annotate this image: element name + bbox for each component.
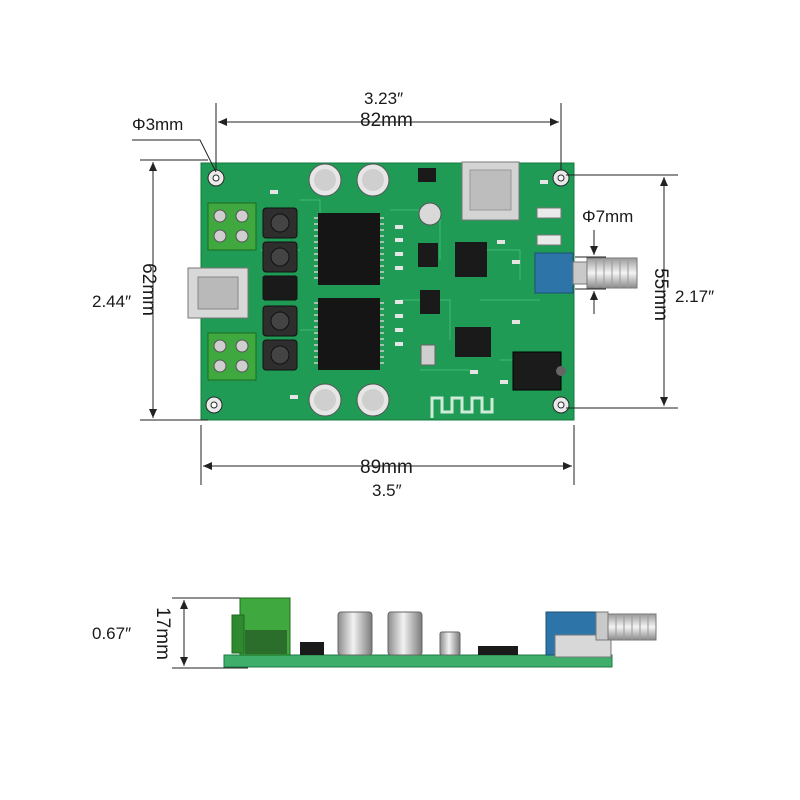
amplifier-ics <box>314 213 384 370</box>
dc-power-jack <box>187 267 249 319</box>
screw-terminal-bottom <box>207 332 257 381</box>
tactile-buttons <box>536 207 562 246</box>
bluetooth-antenna <box>430 396 494 418</box>
knob-diameter-label: Φ7mm <box>582 207 634 226</box>
sd-card-slot <box>461 161 520 221</box>
left-height-inches-label: 2.44″ <box>92 292 132 311</box>
left-height-mm-label: 62mm <box>137 263 159 316</box>
top-width-mm-label: 82mm <box>360 110 413 131</box>
dimension-lines <box>132 103 678 669</box>
top-width-inches-label: 3.23″ <box>364 89 404 108</box>
pcb-side-view <box>223 597 657 668</box>
capacitors-top-view <box>308 163 442 417</box>
side-height-mm-label: 17mm <box>151 607 173 660</box>
screw-terminal-top <box>207 202 257 251</box>
hole-diameter-label: Φ3mm <box>132 115 184 134</box>
mounting-holes <box>205 169 570 414</box>
inductors <box>262 207 298 371</box>
volume-potentiometer <box>534 252 638 294</box>
aux-audio-jack <box>512 351 566 391</box>
side-screw-terminal <box>231 597 291 656</box>
right-height-mm-label: 55mm <box>649 268 671 321</box>
total-width-inches-label: 3.5″ <box>372 481 402 500</box>
right-height-inches-label: 2.17″ <box>675 287 715 306</box>
side-height-inches-label: 0.67″ <box>92 624 132 643</box>
smd-components <box>270 168 548 399</box>
side-potentiometer <box>545 611 657 658</box>
total-width-mm-label: 89mm <box>360 457 413 478</box>
side-capacitors <box>337 611 423 656</box>
